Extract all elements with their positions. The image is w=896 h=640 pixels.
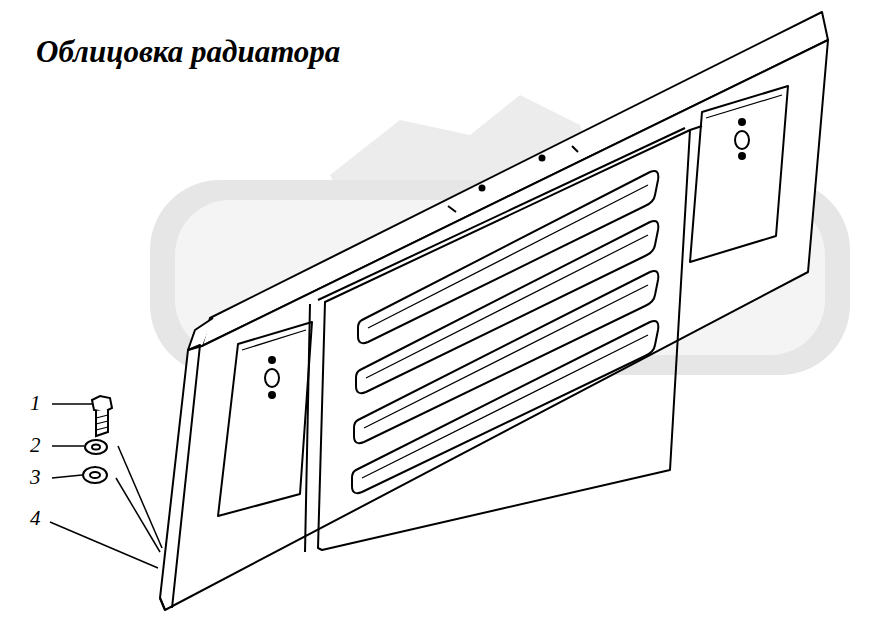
callout-number: 2	[30, 435, 41, 456]
panel	[160, 12, 828, 610]
title: Облицовка радиатора	[36, 34, 340, 70]
callout-number: 3	[30, 467, 41, 488]
callout-number: 1	[30, 393, 41, 414]
fasteners	[83, 396, 112, 483]
callout-number: 4	[30, 508, 41, 529]
leader-lines	[50, 404, 162, 568]
